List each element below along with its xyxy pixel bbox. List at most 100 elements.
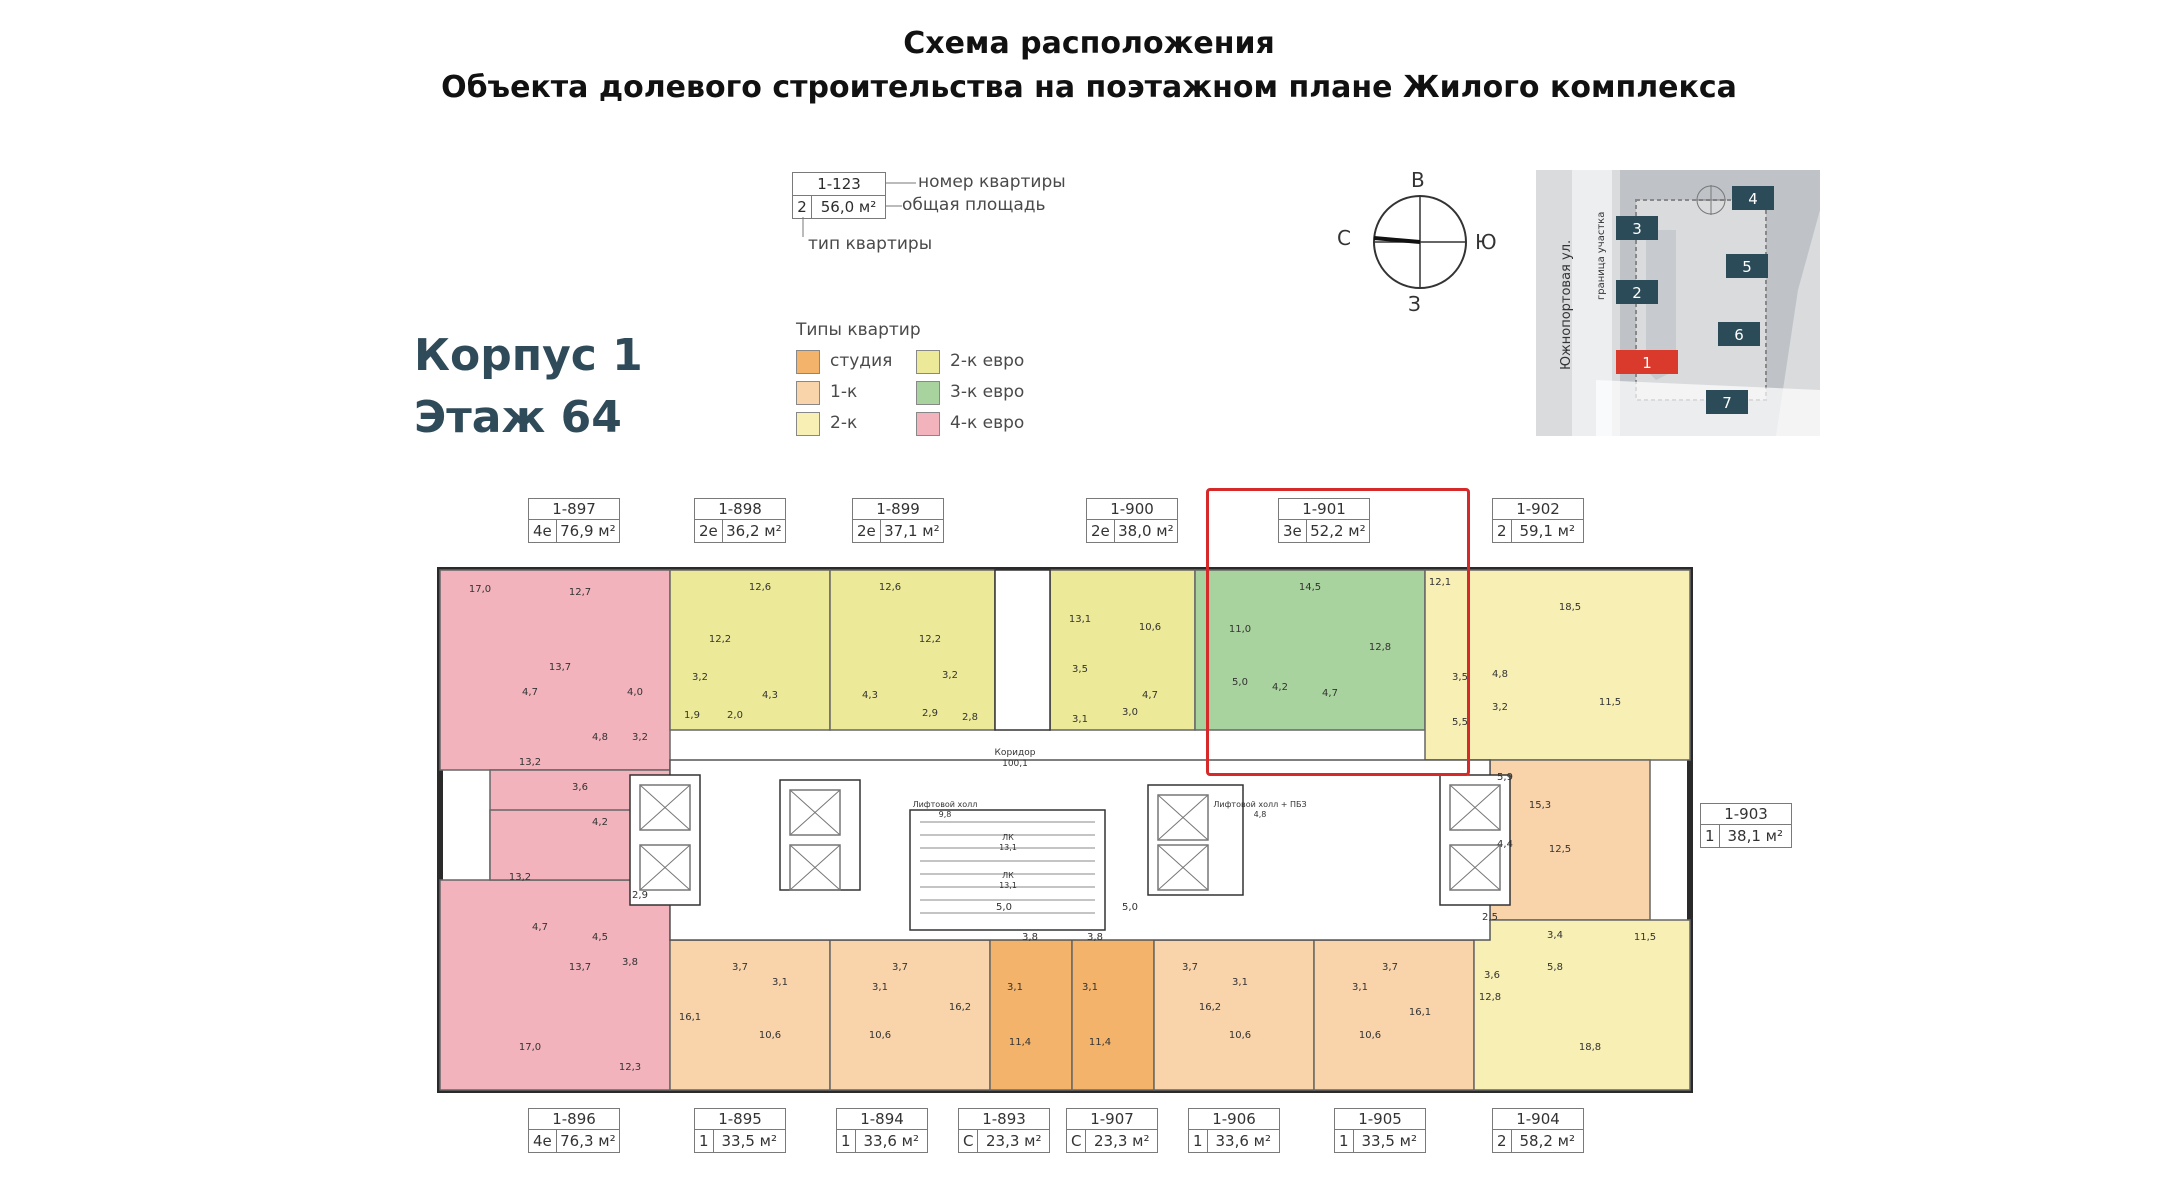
legend-swatch-1 [796,381,820,405]
apt-1-904 [1473,919,1691,1091]
stairwell [909,809,1106,931]
apartment-area: 33,6 м² [1215,1132,1272,1150]
apartment-number: 1-898 [694,498,786,520]
corridor-label: Коридор [995,748,1036,758]
apartment-area: 33,5 м² [721,1132,778,1150]
room-area-r899c: 4,3 [862,690,878,701]
room-area-r898e: 2,0 [727,710,743,721]
highlight-frame [1206,488,1470,776]
lift-hall2-label: Лифтовой холл + ПБЗ [1213,800,1306,809]
legend-swatch-4 [916,381,940,405]
room-area-r894d: 16,2 [949,1002,971,1013]
apartment-type: 2е [1087,520,1115,542]
legend-label-2: 2-к [830,413,858,433]
room-area-r896c: 4,7 [532,922,548,933]
room-area-r897i: 3,6 [572,782,588,793]
room-area-r902b: 18,5 [1559,602,1581,613]
lift-car [639,784,691,831]
legend-label-4: 3-к евро [950,382,1025,402]
room-area-r899d: 3,2 [942,670,958,681]
lift-car-icon [789,844,841,891]
stair1-label: ЛК [1002,833,1014,842]
room-area-r907b: 5,0 [1122,902,1138,913]
stair1-area: 13,1 [999,843,1017,852]
legend-swatch-5 [916,412,940,436]
apartment-area: 33,6 м² [863,1132,920,1150]
compass-east: Ю [1475,230,1497,254]
lift-hall2-area: 4,8 [1254,810,1267,819]
room-area-r894c: 10,6 [869,1030,891,1041]
site-building-5: 5 [1742,258,1752,276]
apartment-number: 1-901 [1278,498,1370,520]
room-area-r895d: 3,1 [772,977,788,988]
apartment-type: 1 [837,1130,856,1152]
room-area-r900c: 3,5 [1072,664,1088,675]
apartment-number: 1-904 [1492,1108,1584,1130]
lift-car-icon [789,789,841,836]
room-area-r896e: 13,7 [569,962,591,973]
room-area-r893a: 5,0 [996,902,1012,913]
room-area-r899f: 2,8 [962,712,978,723]
lift-hall-label: Лифтовой холл [913,800,978,809]
site-map: 1 2 3 4 5 6 7 Южнопортовая ул. граница у… [1536,170,1820,436]
apartment-area: 37,1 м² [884,522,940,540]
room-area-r906b: 3,7 [1182,962,1198,973]
lift-car-icon [1449,784,1501,831]
apartment-type: 1 [1335,1130,1354,1152]
apartment-type: 4е [529,1130,557,1152]
room-area-r907a: 3,8 [1087,932,1103,943]
apt-1-906 [1153,939,1315,1091]
room-area-r896f: 3,8 [622,957,638,968]
apartment-area: 33,5 м² [1361,1132,1418,1150]
site-street-label: Южнопортовая ул. [1559,240,1574,370]
key-area: 56,0 м² [811,195,886,219]
room-area-r904d: 3,6 [1484,970,1500,981]
legend-swatch-2 [796,412,820,436]
apartment-area: 38,0 м² [1118,522,1174,540]
key-label-number: номер квартиры [918,172,1066,192]
room-area-r895b: 16,1 [679,1012,701,1023]
apartment-type: 4е [529,520,557,542]
key-leader-lines [886,182,916,207]
compass-west: С [1337,226,1351,250]
legend-swatch-0 [796,350,820,374]
legend-title: Типы квартир [796,320,921,340]
apt-1-900 [1049,569,1196,731]
room-area-r900d: 4,7 [1142,690,1158,701]
room-area-r906d: 3,1 [1232,977,1248,988]
room-area-r899b: 12,2 [919,634,941,645]
room-area-r898f: 1,9 [684,710,700,721]
apartment-type: 1 [1701,825,1720,847]
compass-icon [1373,195,1467,289]
lift-car-icon [1157,794,1209,841]
room-area-r903b: 15,3 [1529,800,1551,811]
apartment-number: 1-896 [528,1108,620,1130]
room-area-r897d: 4,7 [522,687,538,698]
room-area-r907c: 3,1 [1082,982,1098,993]
room-area-r898a: 12,6 [749,582,771,593]
site-building-2: 2 [1632,284,1642,302]
room-area-r903a: 5,9 [1497,772,1513,783]
room-area-r903c: 4,4 [1497,839,1513,850]
room-area-r904c: 11,5 [1634,932,1656,943]
apartment-area: 52,2 м² [1310,522,1366,540]
apartment-area: 23,3 м² [1093,1132,1150,1150]
apartment-number: 1-903 [1700,803,1792,825]
apartment-area: 38,1 м² [1727,827,1784,845]
room-area-r897a: 17,0 [469,584,491,595]
room-area-r896h: 12,3 [619,1062,641,1073]
apartment-type: С [959,1130,979,1152]
page-subtitle: Объекта долевого строительства на поэтаж… [441,70,1737,105]
lift-car [1449,844,1501,891]
room-area-r901a: 14,5 [1299,582,1321,593]
page-title: Схема расположения [903,26,1275,61]
lift-car [639,844,691,891]
apartment-type: 2е [695,520,723,542]
room-area-r904g: 18,8 [1579,1042,1601,1053]
